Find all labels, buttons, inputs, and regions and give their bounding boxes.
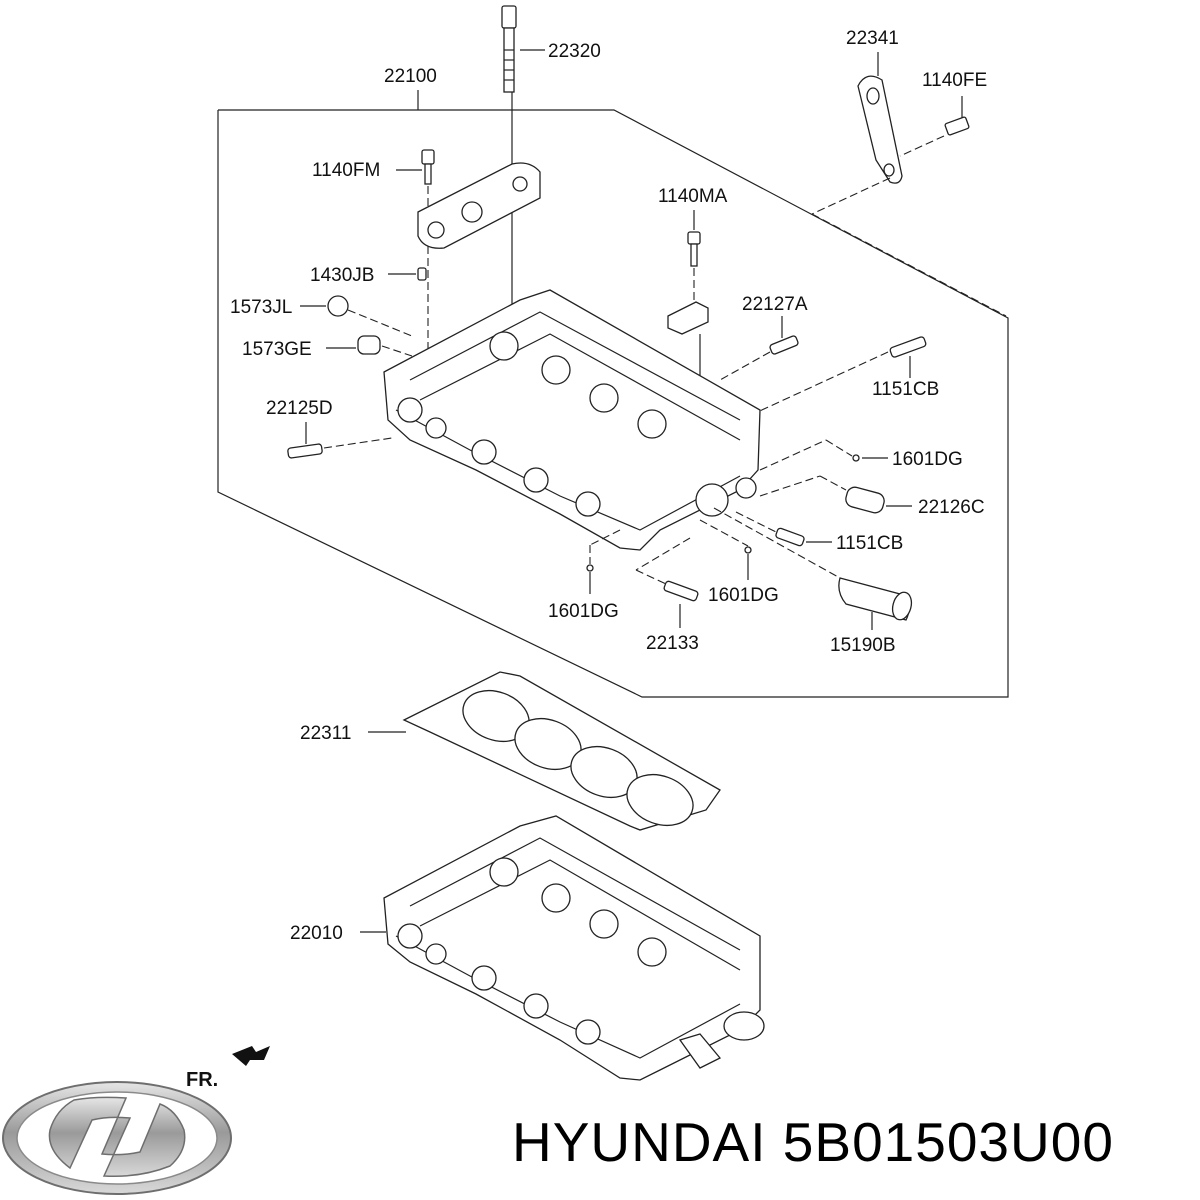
head-gasket-22311 [368, 671, 721, 831]
label-1151cb-lower: 1151CB [836, 533, 903, 554]
cap-15190b [713, 507, 913, 630]
label-1601dg-middle: 1601DG [708, 585, 779, 606]
front-arrow-icon [232, 1046, 270, 1066]
plug-1573jl [300, 295, 413, 337]
stud-22125d [287, 422, 393, 459]
label-1151cb-upper: 1151CB [872, 379, 939, 400]
cylinder-head-22010 [360, 815, 765, 1081]
front-label: FR. [186, 1069, 218, 1091]
plug-1573ge [326, 335, 413, 357]
label-1140fm: 1140FM [312, 160, 380, 181]
bolt-1140ma [687, 210, 701, 300]
brand-part-number: HYUNDAI 5B01503U00 [512, 1111, 1114, 1173]
bolt-1140fm [396, 149, 435, 350]
label-22010: 22010 [290, 923, 343, 944]
label-1601dg-right: 1601DG [892, 449, 963, 470]
label-22126c: 22126C [918, 497, 985, 518]
pin-1430jb [388, 267, 427, 281]
sleeve-22126c [759, 475, 912, 514]
label-22125d: 22125D [266, 398, 333, 419]
stud-1151cb-upper [739, 336, 927, 421]
bolt-1140fe [899, 96, 970, 157]
stud-22127a [719, 316, 799, 381]
label-22127a: 22127A [742, 294, 808, 315]
label-22311: 22311 [300, 723, 351, 744]
dowel-1601dg-right [759, 439, 888, 471]
label-22320: 22320 [548, 41, 601, 62]
dowel-1601dg-bottom-left [586, 529, 621, 594]
cylinder-head-upper [383, 289, 761, 551]
label-22341: 22341 [846, 28, 899, 49]
dowel-1601dg-bottom-right [699, 519, 752, 580]
hyundai-logo [2, 1081, 232, 1195]
camshaft-bearing-cap [417, 162, 541, 249]
label-22100: 22100 [384, 66, 437, 87]
label-1430jb: 1430JB [310, 265, 374, 286]
label-1601dg-left: 1601DG [548, 601, 619, 622]
label-22133: 22133 [646, 633, 699, 654]
assembly-frame [217, 90, 1009, 698]
bracket-22341 [811, 52, 1007, 317]
label-1140ma: 1140MA [658, 186, 728, 207]
stud-1151cb-lower [735, 511, 832, 547]
label-1573jl: 1573JL [230, 297, 292, 318]
label-15190b: 15190B [830, 635, 896, 656]
stud-22133 [635, 537, 699, 628]
label-1573ge: 1573GE [242, 339, 312, 360]
label-1140fe: 1140FE [922, 70, 987, 91]
